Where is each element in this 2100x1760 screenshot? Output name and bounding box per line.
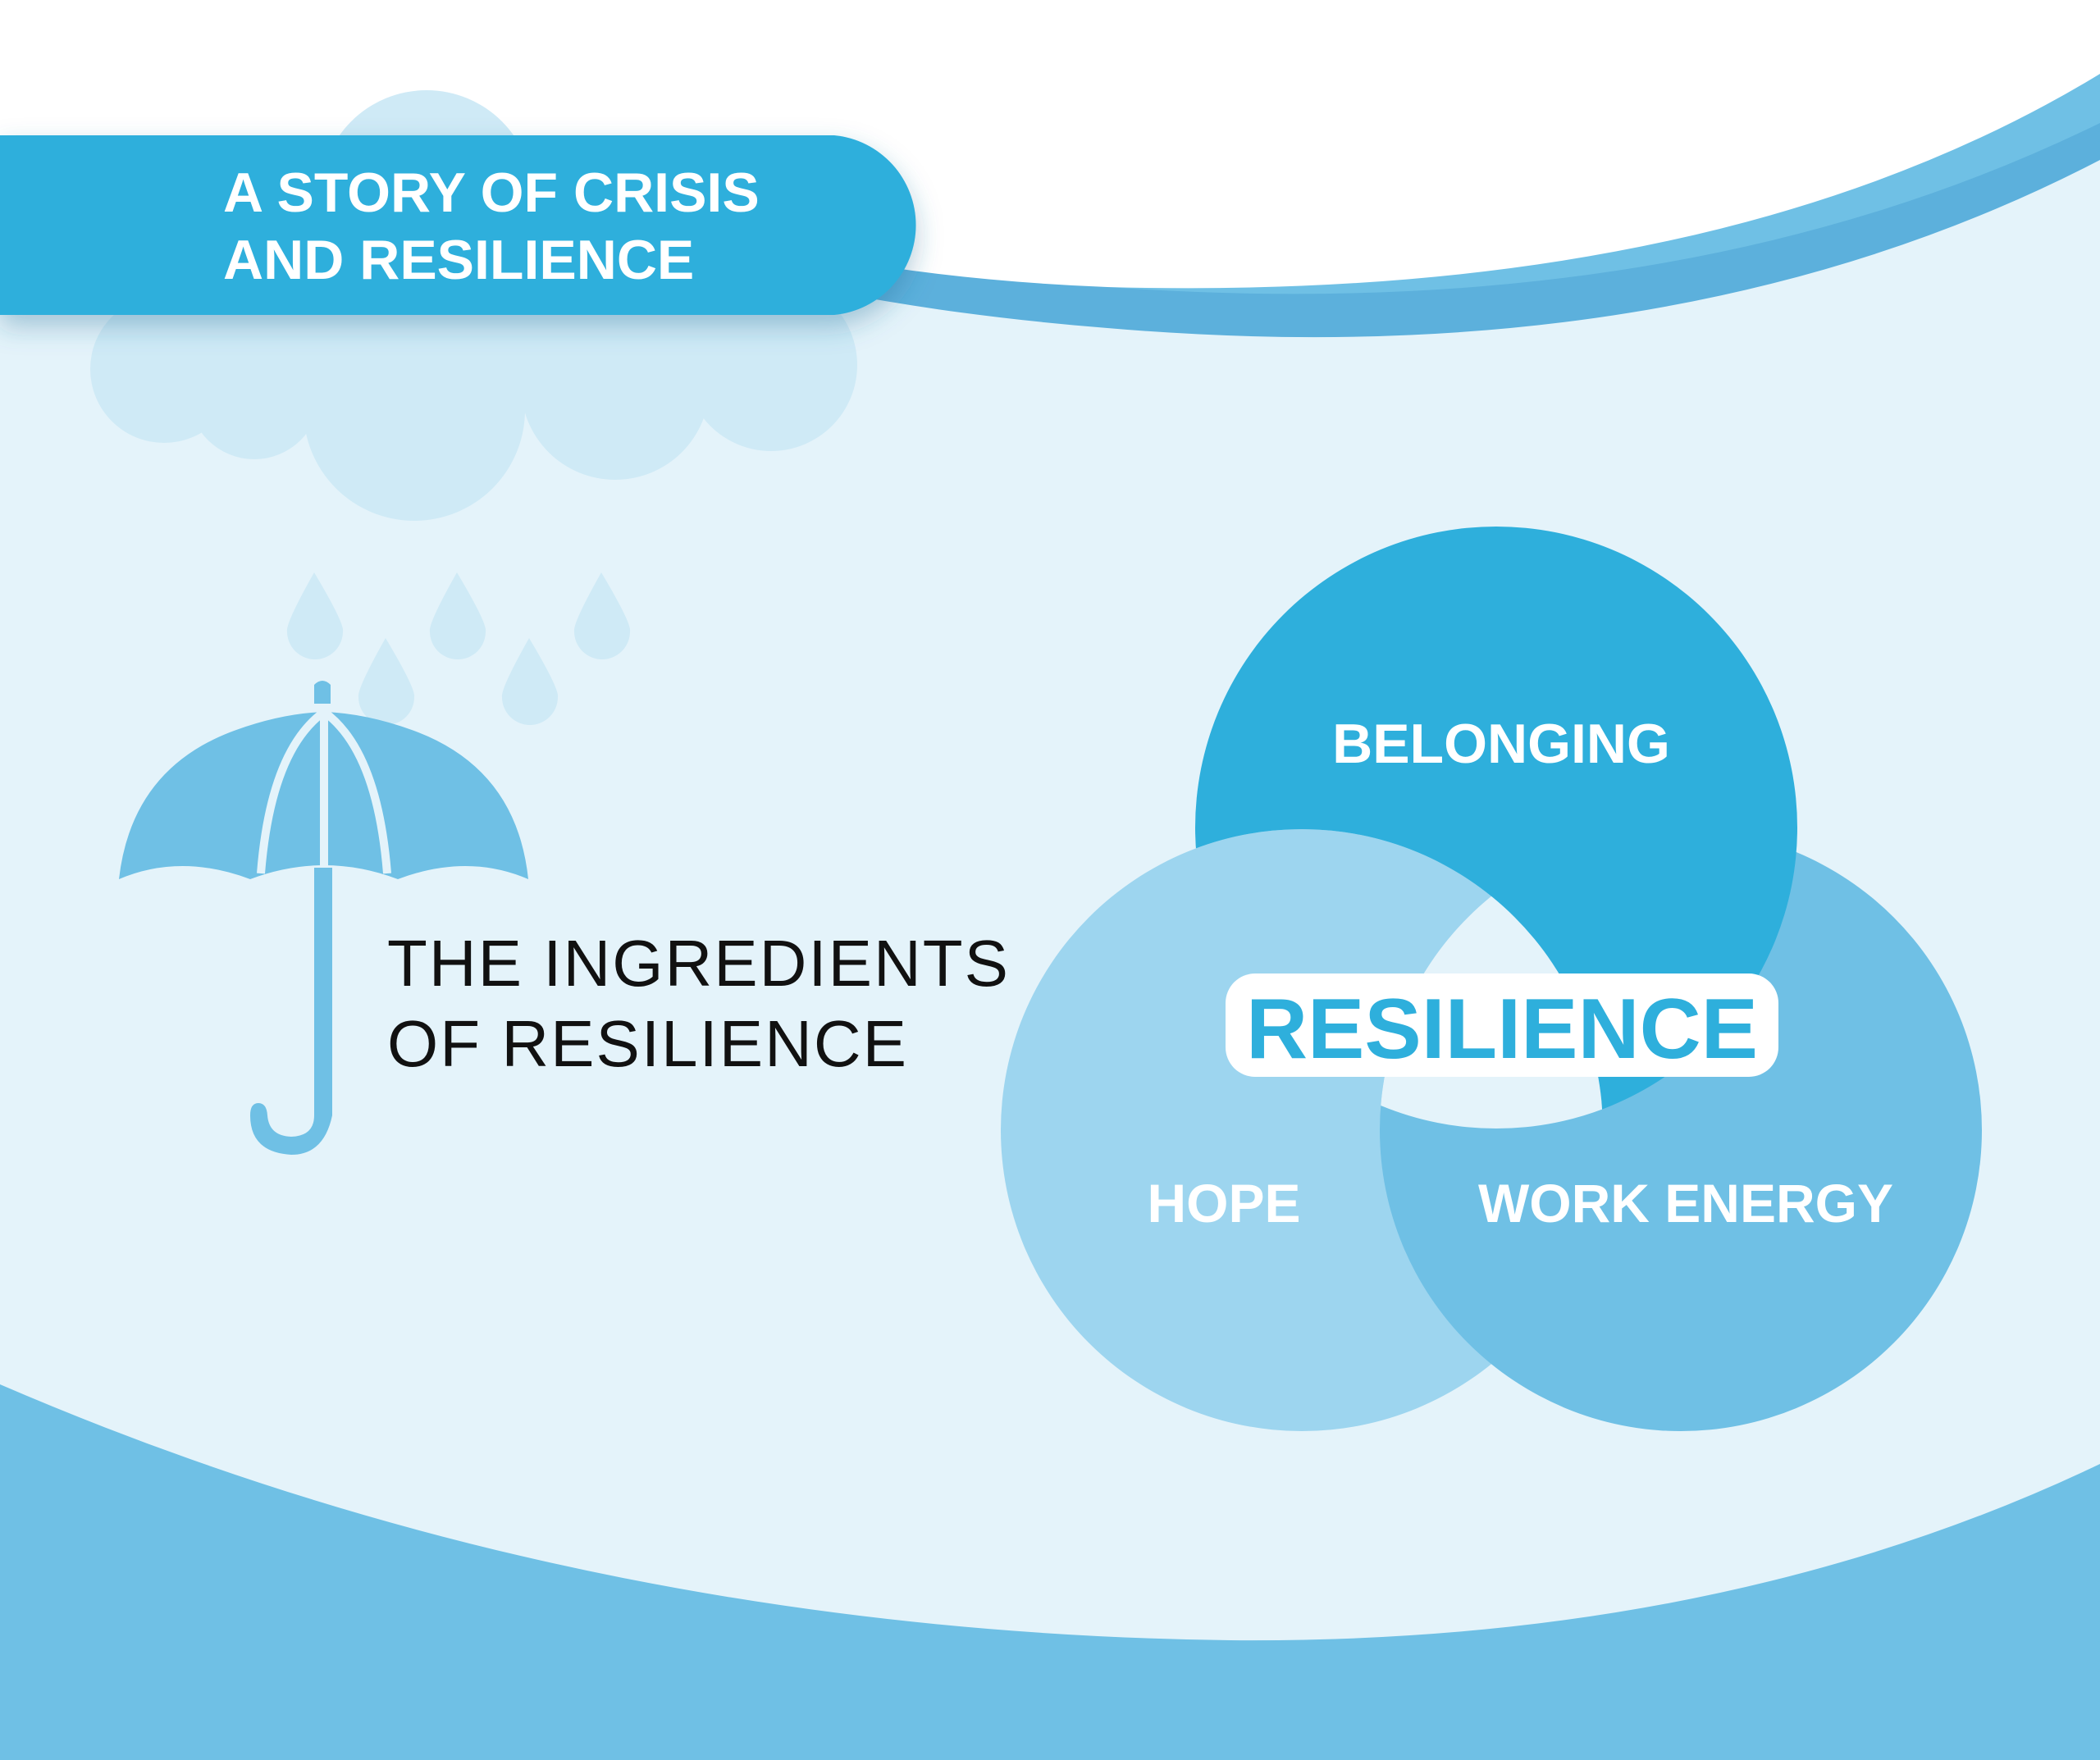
venn-label-work-energy: WORK ENERGY: [1478, 1173, 1893, 1233]
venn-label-belonging: BELONGING: [1332, 713, 1670, 775]
subtitle-line2: OF RESILIENCE: [387, 1007, 908, 1080]
title-banner: [0, 135, 916, 315]
banner-title-line1: A STORY OF CRISIS: [223, 162, 760, 224]
subtitle-line1: THE INGREDIENTS: [387, 927, 1010, 1000]
raindrops-icon: [286, 572, 631, 725]
venn-center-label: RESILIENCE: [1246, 982, 1758, 1077]
bottom-wave: [0, 1384, 2100, 1760]
venn-label-hope: HOPE: [1147, 1173, 1300, 1233]
umbrella-icon: [119, 681, 528, 1155]
venn-diagram: BELONGING HOPE WORK ENERGY RESILIENCE: [1001, 527, 1982, 1431]
banner-title-line2: AND RESILIENCE: [223, 229, 694, 291]
resilience-label-pill: [1226, 973, 1778, 1077]
